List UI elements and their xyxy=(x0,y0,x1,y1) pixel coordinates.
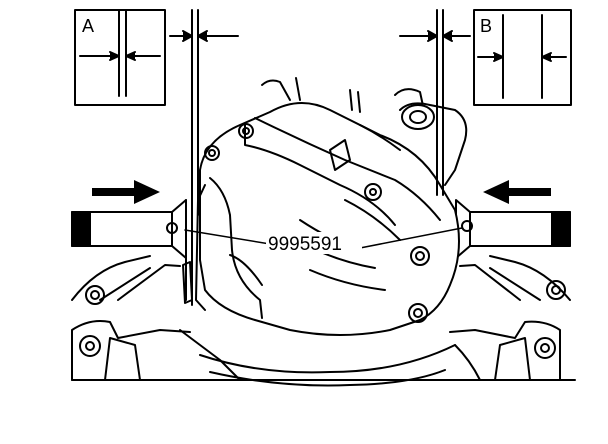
measuring-lines xyxy=(191,9,444,216)
force-arrow-right xyxy=(483,180,551,204)
inset-box-b xyxy=(473,9,572,106)
inset-b-label: B xyxy=(480,16,492,36)
base-frame xyxy=(71,255,576,387)
top-dimension-arrows xyxy=(169,30,471,42)
tool-number-label: 9995591 xyxy=(268,234,342,255)
left-tool-bar xyxy=(71,199,187,259)
differential-housing xyxy=(182,77,468,336)
inset-a-label: A xyxy=(82,16,94,36)
tool-leader-lines xyxy=(184,227,463,249)
inset-box-a xyxy=(74,9,166,106)
force-arrow-left xyxy=(92,180,160,204)
right-tool-bar xyxy=(455,199,571,259)
